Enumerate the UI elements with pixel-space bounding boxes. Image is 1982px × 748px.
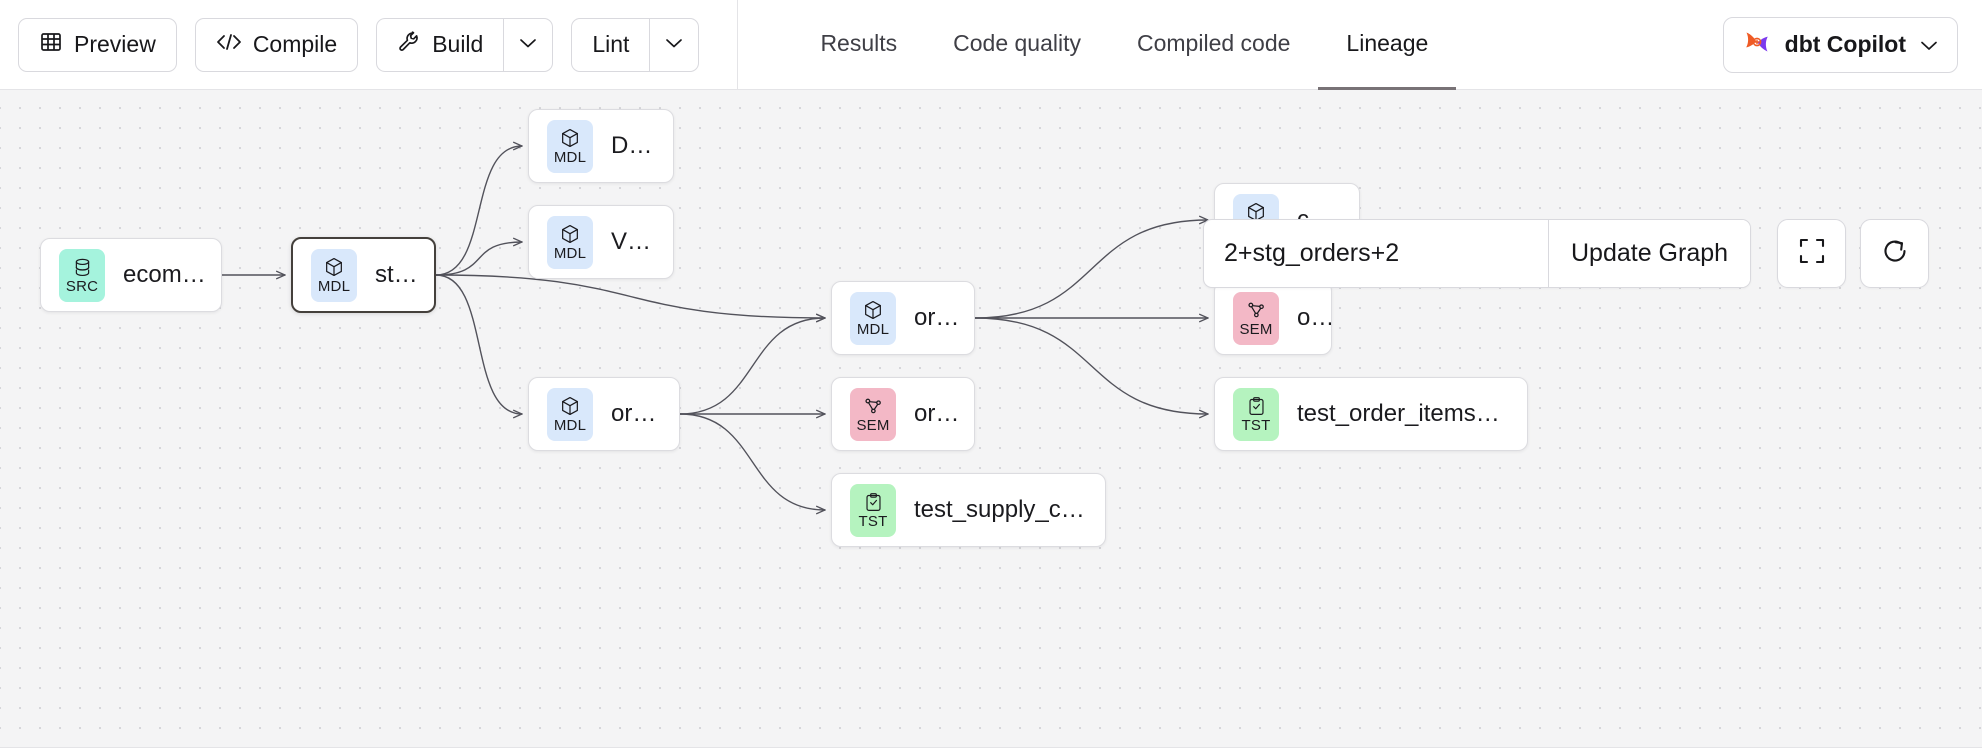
- node-label: order_item: [914, 400, 974, 427]
- lineage-node-ve_demo[interactable]: MDL VE_Demo: [528, 205, 674, 279]
- node-type-label: MDL: [553, 149, 587, 166]
- toolbar-action-group: Preview Compile Build: [0, 0, 739, 90]
- tab-lineage[interactable]: Lineage: [1318, 0, 1457, 90]
- database-icon: [72, 257, 93, 278]
- cube-icon: [559, 223, 581, 245]
- fullscreen-icon: [1797, 236, 1827, 271]
- node-type-label: MDL: [553, 245, 587, 262]
- cube-icon: [323, 256, 345, 278]
- node-label: order_items: [611, 400, 679, 427]
- clipboard-check-icon: [1246, 396, 1267, 417]
- update-graph-label: Update Graph: [1571, 239, 1729, 267]
- preview-button[interactable]: Preview: [18, 17, 177, 72]
- update-graph-button[interactable]: Update Graph: [1548, 220, 1751, 287]
- lineage-node-demo[interactable]: MDL Demo: [528, 109, 674, 183]
- tab-bar: Results Code quality Compiled code Linea…: [792, 0, 1457, 90]
- lineage-node-orders_mdl[interactable]: MDL orders: [831, 281, 975, 355]
- chevron-down-icon: [665, 36, 683, 54]
- lint-split-button: Lint: [571, 17, 700, 72]
- node-label: test_supply_costs_sum_correctly: [914, 496, 1105, 523]
- lineage-node-layer: SRCecom.raw_ordersMDLstg_ordersMDLDemoMD…: [0, 90, 1982, 747]
- build-button-label: Build: [432, 31, 484, 57]
- lint-button[interactable]: Lint: [572, 19, 649, 71]
- node-type-badge-src: SRC: [59, 248, 105, 302]
- chevron-down-icon: [519, 36, 537, 54]
- semantic-icon: [1245, 299, 1267, 321]
- toolbar-divider: [737, 0, 739, 90]
- clipboard-check-icon: [863, 492, 884, 513]
- preview-button-label: Preview: [74, 31, 156, 57]
- topbar-right-group: dbt Copilot: [1722, 16, 1982, 73]
- node-selector-input[interactable]: [1204, 220, 1548, 287]
- compile-button-label: Compile: [252, 31, 338, 57]
- code-brackets-icon: [216, 31, 242, 59]
- tab-code-quality[interactable]: Code quality: [925, 0, 1109, 90]
- node-type-label: MDL: [553, 417, 587, 434]
- tab-compiled-code-label: Compiled code: [1137, 29, 1291, 56]
- refresh-icon: [1879, 235, 1911, 272]
- node-type-badge-mdl: MDL: [547, 119, 593, 173]
- graph-controls: Update Graph: [1203, 219, 1930, 288]
- tab-results[interactable]: Results: [792, 0, 925, 90]
- node-type-label: MDL: [856, 321, 890, 338]
- node-label: orders: [914, 304, 974, 331]
- node-label: ecom.raw_orders: [123, 261, 221, 288]
- node-label: VE_Demo: [611, 228, 673, 255]
- table-icon: [39, 30, 63, 60]
- lint-button-label: Lint: [592, 31, 630, 57]
- dbt-copilot-button[interactable]: dbt Copilot: [1722, 16, 1958, 73]
- dbt-copilot-icon: [1742, 27, 1772, 63]
- node-type-badge-tst: TST: [1233, 387, 1279, 441]
- tab-compiled-code[interactable]: Compiled code: [1109, 0, 1318, 90]
- chevron-down-icon: [1919, 31, 1939, 58]
- node-type-badge-mdl: MDL: [547, 215, 593, 269]
- top-toolbar: Preview Compile Build: [0, 0, 1982, 90]
- fullscreen-button[interactable]: [1777, 219, 1847, 288]
- node-type-label: TST: [1241, 416, 1271, 434]
- node-label: test_order_items_compute_to_bools_c...: [1297, 400, 1527, 427]
- node-selector-group: Update Graph: [1203, 219, 1752, 288]
- lint-dropdown-toggle[interactable]: [649, 18, 698, 71]
- lineage-node-order_items[interactable]: MDL order_items: [528, 377, 680, 451]
- node-label: stg_orders: [375, 261, 434, 288]
- build-dropdown-toggle[interactable]: [503, 18, 552, 71]
- wrench-icon: [397, 30, 421, 60]
- lineage-node-test_order_items[interactable]: TST test_order_items_compute_to_bools_c..…: [1214, 377, 1528, 451]
- build-button[interactable]: Build: [377, 19, 503, 71]
- node-label: orders: [1297, 304, 1331, 331]
- node-type-badge-mdl: MDL: [311, 248, 357, 302]
- cube-icon: [559, 127, 581, 149]
- cube-icon: [862, 299, 884, 321]
- graph-icon-buttons: [1777, 219, 1930, 288]
- compile-button[interactable]: Compile: [194, 17, 359, 72]
- lineage-node-test_supply_costs[interactable]: TST test_supply_costs_sum_correctly: [831, 473, 1106, 547]
- cube-icon: [559, 395, 581, 417]
- tab-lineage-label: Lineage: [1346, 29, 1429, 56]
- node-type-badge-mdl: MDL: [850, 291, 896, 345]
- node-type-badge-sem: SEM: [850, 387, 896, 441]
- lineage-node-order_item_sem[interactable]: SEM order_item: [831, 377, 975, 451]
- refresh-button[interactable]: [1860, 219, 1930, 288]
- node-type-badge-mdl: MDL: [547, 387, 593, 441]
- node-type-badge-tst: TST: [850, 483, 896, 537]
- tab-code-quality-label: Code quality: [953, 29, 1081, 56]
- node-type-label: TST: [858, 512, 888, 530]
- node-type-badge-sem: SEM: [1233, 291, 1279, 345]
- node-type-label: MDL: [317, 278, 351, 295]
- lineage-node-stg_orders[interactable]: MDL stg_orders: [291, 237, 436, 313]
- dbt-copilot-label: dbt Copilot: [1784, 31, 1906, 57]
- tab-results-label: Results: [820, 29, 898, 56]
- node-label: Demo: [611, 132, 673, 159]
- lineage-canvas[interactable]: SRCecom.raw_ordersMDLstg_ordersMDLDemoMD…: [0, 90, 1982, 747]
- lineage-node-ecom_raw_orders[interactable]: SRC ecom.raw_orders: [40, 238, 222, 312]
- lineage-node-orders_sem[interactable]: SEM orders: [1214, 281, 1332, 355]
- build-split-button: Build: [376, 17, 554, 72]
- node-type-label: SEM: [1239, 321, 1273, 338]
- node-type-label: SEM: [856, 417, 890, 434]
- semantic-icon: [862, 395, 884, 417]
- node-type-label: SRC: [65, 277, 99, 295]
